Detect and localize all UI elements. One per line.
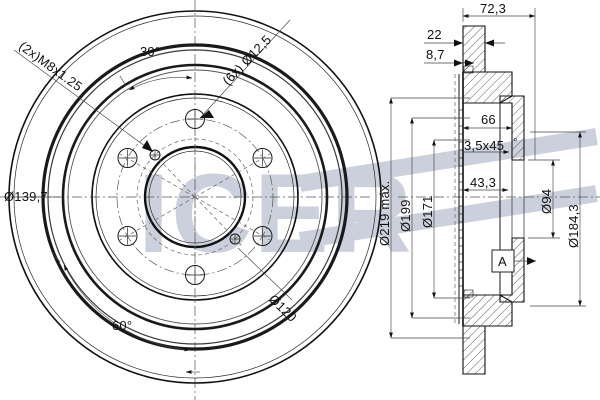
- dimension-overall-width: 72,3: [462, 1, 536, 160]
- dimension-dia-94: Ø94: [528, 159, 560, 239]
- chamfer-degree-symbol: °: [513, 137, 518, 149]
- dimension-hub-depth: 66: [462, 112, 513, 130]
- dim-arrow: [454, 59, 463, 67]
- dimension-dia-184: Ø184,3: [530, 131, 586, 307]
- dim-arrow: [454, 39, 463, 47]
- datum-arrow: [527, 257, 536, 265]
- dimension-pad-width: 22: [424, 27, 505, 47]
- inner-depth-label: 43,3: [470, 175, 496, 190]
- stud-hole-callout-label: (6x) Ø12,5: [219, 32, 274, 88]
- braking-band-inner-line: [67, 69, 323, 325]
- dia-219-label: Ø219 máx.: [377, 181, 392, 246]
- dia-171-label: Ø171: [420, 195, 435, 228]
- overall-width-label: 72,3: [480, 1, 506, 16]
- dia-199-label: Ø199: [398, 199, 413, 232]
- pad-width-label: 22: [427, 27, 442, 42]
- angle-30-dimension: 30°: [119, 44, 193, 91]
- radial-construction-lines: [119, 110, 271, 284]
- braking-band-inner: [61, 63, 329, 331]
- dimension-dia-171: Ø171: [420, 139, 470, 299]
- hub-step-circle: [91, 93, 299, 301]
- leader-arrow: [142, 140, 153, 152]
- dia-184-label: Ø184,3: [566, 204, 581, 248]
- hub-step-circle-inner: [95, 97, 295, 297]
- dim-arrow: [465, 59, 474, 67]
- dimension-dia-199: Ø199: [398, 117, 470, 319]
- thread-detail-bottom: [463, 289, 474, 298]
- dimension-dia-219: Ø219 máx.: [377, 97, 470, 339]
- datum-feature-a: A: [491, 249, 536, 273]
- dia-94-label: Ø94: [539, 189, 554, 214]
- section-lower-flange: [462, 294, 513, 327]
- angle-60-label: 60°: [112, 318, 132, 333]
- hub-depth-label: 66: [481, 112, 496, 127]
- thread-callout-label: (2x)M8x1.25: [16, 38, 85, 94]
- watermark-stripe: [298, 185, 598, 249]
- section-bottom-pad-block: [462, 325, 486, 375]
- angle-30-label: 30°: [140, 44, 160, 59]
- angle-60-dimension: 60°: [51, 251, 200, 374]
- offset-label: 8,7: [426, 47, 445, 62]
- datum-label: A: [498, 254, 507, 269]
- leader-arrow: [200, 110, 214, 118]
- thread-detail-top: [463, 65, 474, 74]
- thread-circle-m8: [136, 138, 254, 256]
- cross-section-view: 72,3 22 8,7: [377, 1, 600, 375]
- dimension-inner-depth: 43,3: [462, 175, 509, 192]
- chamfer-label: 3,5x45: [464, 138, 504, 153]
- dimension-offset: 8,7: [424, 47, 474, 67]
- outer-diameter-dimension: Ø139,7: [4, 189, 60, 204]
- outer-diameter-label: Ø139,7: [4, 189, 48, 204]
- dimension-chamfer: 3,5x45 °: [463, 137, 518, 154]
- dim-arrow: [485, 39, 494, 47]
